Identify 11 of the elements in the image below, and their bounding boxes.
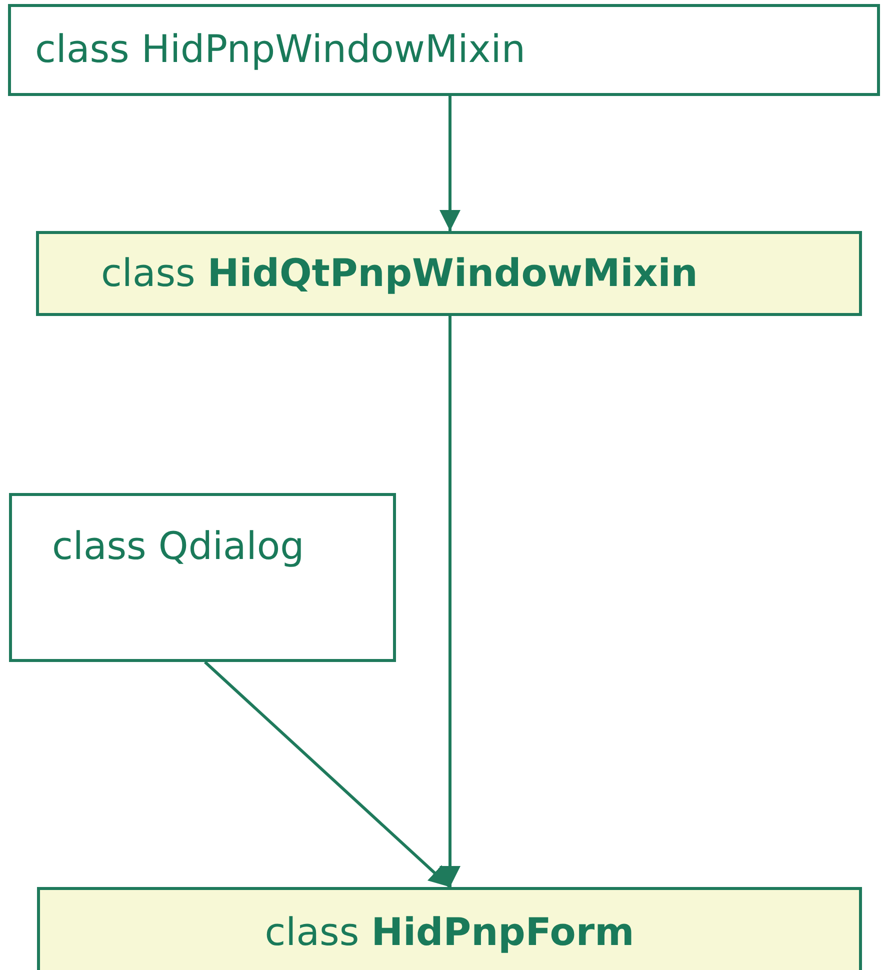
class-name: class HidPnpForm — [264, 910, 634, 956]
class-box — [9, 493, 396, 662]
class-box — [37, 887, 862, 970]
class-box — [36, 231, 862, 316]
arrow — [440, 96, 460, 231]
class-name: class Qdialog — [52, 524, 304, 570]
class-box — [8, 4, 880, 96]
class-name: class HidQtPnpWindowMixin — [101, 250, 698, 296]
class-name: class HidPnpWindowMixin — [35, 27, 526, 73]
arrow — [440, 316, 460, 887]
arrow — [204, 660, 452, 888]
